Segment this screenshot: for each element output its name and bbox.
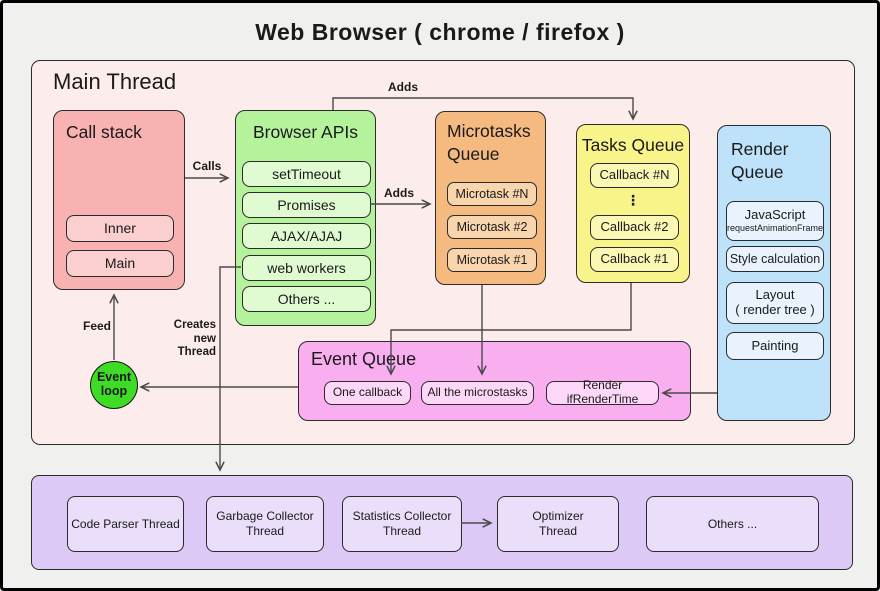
worker-garbage-collector: Garbage Collector Thread bbox=[206, 496, 324, 552]
render-item-style: Style calculation bbox=[726, 246, 824, 272]
microtasks-queue-box: Microtasks Queue Microtask #N Microtask … bbox=[435, 111, 546, 285]
worker-optimizer-line2: Thread bbox=[538, 524, 578, 538]
worker-garbage-collector-line1: Garbage Collector bbox=[216, 509, 314, 523]
browser-api-webworkers: web workers bbox=[242, 255, 371, 281]
call-stack-item-main: Main bbox=[66, 250, 174, 277]
worker-optimizer: Optimizer Thread bbox=[497, 496, 619, 552]
worker-optimizer-line1: Optimizer bbox=[532, 509, 584, 523]
event-queue-item-render: Render ifRenderTime bbox=[546, 378, 659, 406]
worker-code-parser-line1: Code Parser Thread bbox=[71, 516, 180, 531]
call-stack-title: Call stack bbox=[66, 122, 142, 142]
page-title: Web Browser ( chrome / firefox ) bbox=[255, 19, 625, 45]
adds-top-arrow-label: Adds bbox=[388, 80, 418, 94]
adds-mid-arrow-label: Adds bbox=[384, 186, 414, 200]
microtask-item-n: Microtask #N bbox=[447, 182, 537, 206]
render-queue-box: Render Queue JavaScript requestAnimation… bbox=[717, 125, 831, 421]
browser-api-promises: Promises bbox=[242, 192, 371, 218]
render-queue-title: Render Queue bbox=[731, 139, 789, 183]
event-loop-line2: loop bbox=[100, 384, 128, 398]
render-item-style-line1: Style calculation bbox=[729, 251, 821, 266]
render-item-painting: Painting bbox=[726, 332, 824, 360]
call-stack-box: Call stack Inner Main bbox=[53, 110, 185, 290]
creates-thread-arrow-label: Creates new Thread bbox=[151, 319, 216, 360]
browser-apis-title: Browser APIs bbox=[252, 122, 359, 142]
worker-others-line1: Others ... bbox=[707, 516, 758, 531]
browser-api-settimeout: setTimeout bbox=[242, 161, 371, 187]
microtasks-queue-title: Microtasks Queue bbox=[447, 121, 531, 165]
calls-arrow-label: Calls bbox=[192, 159, 222, 173]
render-item-javascript: JavaScript requestAnimationFrame bbox=[726, 201, 824, 241]
worker-garbage-collector-line2: Thread bbox=[245, 524, 285, 538]
browser-apis-box: Browser APIs setTimeout Promises AJAX/AJ… bbox=[235, 110, 376, 326]
main-thread-label: Main Thread bbox=[53, 69, 177, 94]
tasks-queue-title: Tasks Queue bbox=[581, 135, 685, 155]
creates-line1: Creates bbox=[173, 319, 216, 331]
browser-api-others: Others ... bbox=[242, 286, 371, 312]
creates-line3: Thread bbox=[177, 346, 216, 358]
event-queue-item-one-callback: One callback bbox=[324, 381, 411, 405]
event-queue-title: Event Queue bbox=[311, 349, 417, 369]
creates-line2: new bbox=[193, 332, 216, 345]
feed-arrow-label: Feed bbox=[82, 319, 111, 333]
tasks-queue-ellipsis: ⋮ bbox=[626, 192, 640, 208]
worker-statistics-collector-line1: Statistics Collector bbox=[352, 509, 452, 523]
tasks-queue-box: Tasks Queue Callback #N ⋮ Callback #2 Ca… bbox=[576, 124, 690, 283]
task-callback-1: Callback #1 bbox=[590, 247, 679, 272]
render-item-layout: Layout ( render tree ) bbox=[726, 282, 824, 324]
event-loop-node: Event loop bbox=[90, 361, 138, 409]
worker-threads-container: Code Parser Thread Garbage Collector Thr… bbox=[31, 475, 853, 570]
render-item-javascript-line2: requestAnimationFrame bbox=[726, 223, 824, 234]
event-queue-box: Event Queue One callback All the microst… bbox=[298, 341, 691, 421]
render-item-layout-line1: Layout bbox=[755, 287, 795, 303]
render-item-painting-line1: Painting bbox=[751, 337, 799, 353]
event-loop-line1: Event bbox=[96, 370, 132, 385]
worker-others: Others ... bbox=[646, 496, 819, 552]
microtask-item-2: Microtask #2 bbox=[447, 215, 537, 239]
task-callback-2: Callback #2 bbox=[590, 215, 679, 240]
event-queue-item-microtasks: All the microstasks bbox=[421, 381, 534, 405]
task-callback-n: Callback #N bbox=[590, 163, 679, 188]
call-stack-item-inner: Inner bbox=[66, 215, 174, 242]
microtask-item-1: Microtask #1 bbox=[447, 248, 537, 272]
browser-api-ajax: AJAX/AJAJ bbox=[242, 223, 371, 249]
render-item-javascript-line1: JavaScript bbox=[744, 207, 806, 223]
worker-statistics-collector: Statistics Collector Thread bbox=[342, 496, 462, 552]
render-item-layout-line2: ( render tree ) bbox=[735, 302, 815, 317]
worker-statistics-collector-line2: Thread bbox=[382, 524, 422, 538]
worker-code-parser: Code Parser Thread bbox=[67, 496, 184, 552]
